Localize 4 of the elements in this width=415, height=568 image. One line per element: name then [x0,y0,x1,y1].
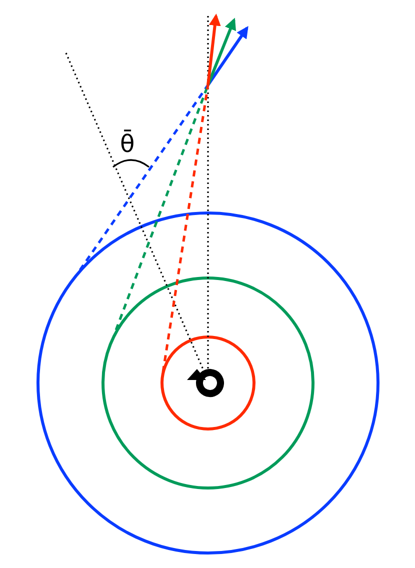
angle-label: θ̄ [120,130,135,159]
circle [38,213,378,553]
circle [103,278,313,488]
circle [162,337,254,429]
